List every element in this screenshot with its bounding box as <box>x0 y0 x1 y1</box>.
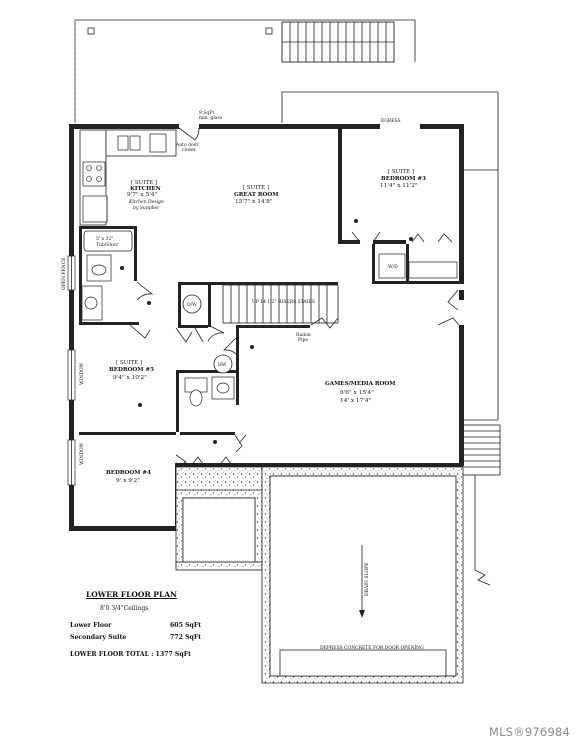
legend-title: LOWER FLOOR PLAN <box>86 590 177 599</box>
legend-ceilings: 8'0 3/4"Ceilings <box>100 605 149 612</box>
wd-label: W/D <box>388 264 398 270</box>
egress-label: EGRESS <box>381 118 401 124</box>
great-room-dims: 15'7" x 14'8" <box>235 199 273 205</box>
side-yard-outline <box>281 91 499 421</box>
bedroom4-dims: 9' x 9'2" <box>116 478 140 484</box>
interior-stairs <box>222 284 339 324</box>
tub-type: Tub/Shwr <box>96 242 119 248</box>
upper-deck <box>74 19 416 123</box>
window-label-2: WINDOW <box>79 442 85 465</box>
bedroom5-dims: 9'4" x 10'2" <box>113 375 147 381</box>
legend-secondary-suite: Secondary Suite 772 SqFt <box>70 634 230 641</box>
kitchen-note-2: by Supplier <box>133 205 160 211</box>
laundry <box>378 253 458 279</box>
suite-label: Secondary Suite <box>70 634 127 641</box>
door-closer-2: closer <box>182 147 197 153</box>
mls-watermark: MLS®976984 <box>488 725 570 739</box>
bedroom3-suite: [ SUITE ] <box>388 169 414 175</box>
lower-floor-label: Lower Floor <box>70 622 112 629</box>
kitchen-note-1: Kitchen Design <box>128 199 164 205</box>
great-room-suite: [ SUITE ] <box>243 185 269 191</box>
legend-lower-floor: Lower Floor 605 SqFt <box>70 622 230 629</box>
center-bath <box>182 294 235 407</box>
games-room-dims-2: 14' x 17'4" <box>340 398 372 404</box>
glass-note-2: min. glass <box>199 115 223 121</box>
kitchen-name: KITCHEN <box>130 186 161 192</box>
window-label-1: WINDOW <box>79 362 85 385</box>
concrete-walkway <box>175 466 263 571</box>
floor-plan-legend: LOWER FLOOR PLAN 8'0 3/4"Ceilings Lower … <box>70 590 230 658</box>
garage-slab <box>261 466 464 684</box>
lower-floor-value: 605 SqFt <box>170 622 202 629</box>
left-wall-windows <box>67 255 76 486</box>
suite-bathroom <box>81 230 133 321</box>
bedroom5-name: BEDROOM #5 <box>109 367 154 373</box>
bedroom3-dims: 11'4" x 11'2" <box>380 183 418 189</box>
kitchen-counters <box>79 129 177 226</box>
glass-note-1: 9 SqFt <box>199 110 214 116</box>
bedroom5-suite: [ SUITE ] <box>116 360 142 366</box>
legend-total: LOWER FLOOR TOTAL : 1377 SqFt <box>70 651 191 658</box>
hw-label: HW <box>218 362 227 368</box>
kitchen-dims: 9'7" x 5'4" <box>127 192 158 198</box>
drain-slope-label: DRAIN SLOPE <box>364 563 370 596</box>
open-fence-label: OPEN FENCE <box>61 258 67 290</box>
deck-stair-treads <box>282 22 394 62</box>
exterior-stairs-right <box>461 424 501 586</box>
concrete-note: DEPRESS CONCRETE FOR DOOR OPENING <box>320 645 424 651</box>
outlet-markers <box>120 219 413 444</box>
stairs-note: UP 14 1/2" RISERS STAIRS <box>252 299 315 305</box>
bedroom3-name: BEDROOM #3 <box>381 176 426 182</box>
bedroom4-name: BEDROOM #4 <box>106 470 151 476</box>
radon-pipe-2: Pipe <box>298 337 308 343</box>
door-swings <box>129 127 460 468</box>
games-room-name: GAMES/MEDIA ROOM <box>325 381 395 387</box>
games-room-dims-1: 6'6" x 15'4" <box>340 390 374 396</box>
suite-value: 772 SqFt <box>170 634 202 641</box>
radon-pipe-1: Radon <box>296 332 311 338</box>
kitchen-suite: [ SUITE ] <box>131 180 157 186</box>
door-closer-1: Auto door <box>175 142 199 148</box>
interior-walls <box>79 124 464 467</box>
great-room-name: GREAT ROOM <box>234 192 278 198</box>
dw-label: D/W <box>187 302 197 308</box>
tub-size: 5' x 32" <box>96 236 113 242</box>
